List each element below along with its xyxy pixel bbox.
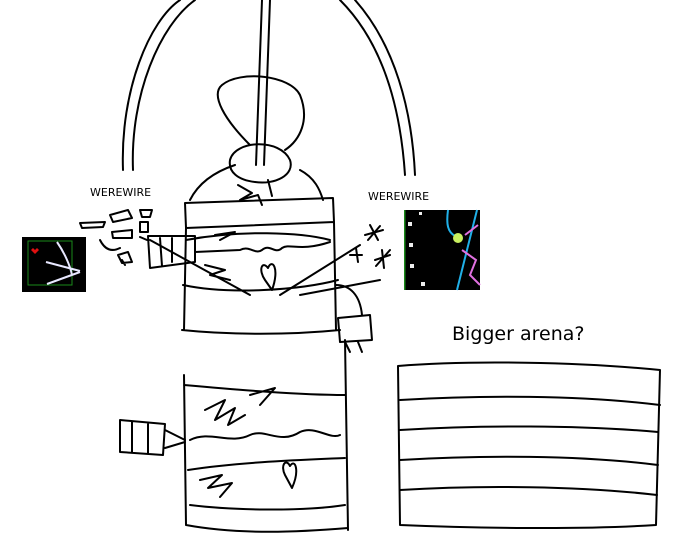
arena-box [397, 361, 661, 530]
shards [79, 209, 153, 266]
torso-bands [182, 232, 339, 292]
wire-left [121, 0, 196, 171]
lower-bands [187, 429, 346, 511]
torso-zigzags [204, 231, 277, 291]
left-thumbnail [22, 237, 86, 292]
right-werewire-label: WEREWIRE [368, 190, 430, 203]
wire-center [255, 0, 271, 166]
arena-question-label: Bigger arena? [452, 323, 585, 345]
lower-torso [183, 339, 349, 533]
left-werewire-label: WEREWIRE [90, 186, 152, 199]
torso-beams [149, 239, 381, 296]
heart-icon [31, 248, 39, 254]
zigzag-neck [237, 179, 273, 206]
lower-cannon [119, 419, 186, 456]
head [216, 75, 305, 184]
wire-right [339, 0, 416, 176]
sparks [349, 224, 391, 269]
upper-torso [181, 197, 341, 335]
right-arm [335, 284, 373, 353]
right-thumbnail [404, 209, 481, 291]
arena-lines [399, 395, 661, 496]
left-cannon [147, 235, 196, 269]
lower-zigzags [199, 387, 298, 498]
